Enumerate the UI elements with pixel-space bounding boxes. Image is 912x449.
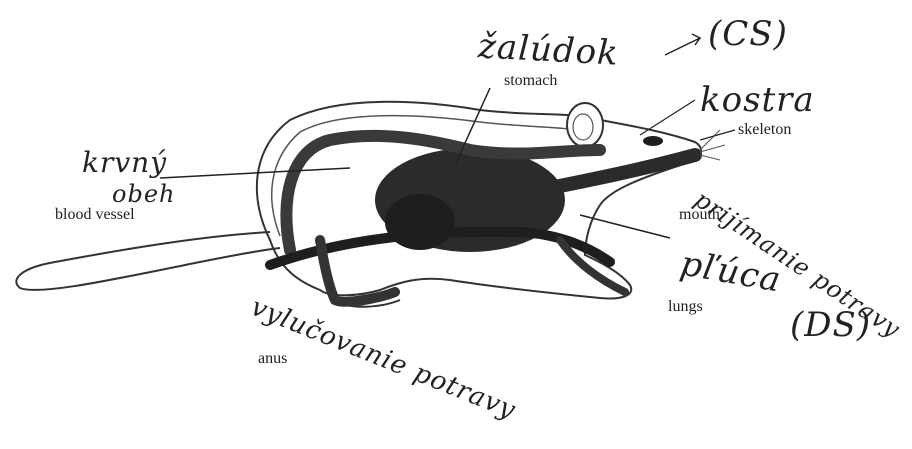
leader-lungs xyxy=(580,215,670,238)
label-skeleton: skeleton xyxy=(738,121,791,139)
mouse-eye xyxy=(643,136,663,146)
label-lungs: lungs xyxy=(668,298,703,316)
leader-kostra xyxy=(640,100,695,135)
mouse-ear xyxy=(567,103,603,147)
label-anus: anus xyxy=(258,350,287,368)
hand-blood-vessel-2: obeh xyxy=(112,180,175,208)
label-stomach: stomach xyxy=(504,72,557,90)
hand-skeleton: kostra xyxy=(700,80,815,120)
label-blood-vessel: blood vessel xyxy=(55,206,135,224)
hand-stomach: žalúdok xyxy=(477,26,620,73)
arrow-to-cs xyxy=(665,34,700,55)
mouse-tail xyxy=(16,232,280,290)
hand-tag-cs: (CS) xyxy=(708,14,788,54)
leader-skeleton xyxy=(700,130,735,140)
digestive-tract xyxy=(540,155,695,190)
leader-blood-vessel xyxy=(160,168,350,178)
hand-tag-ds: (DS) xyxy=(790,305,871,345)
hand-blood-vessel-1: krvný xyxy=(82,146,167,179)
